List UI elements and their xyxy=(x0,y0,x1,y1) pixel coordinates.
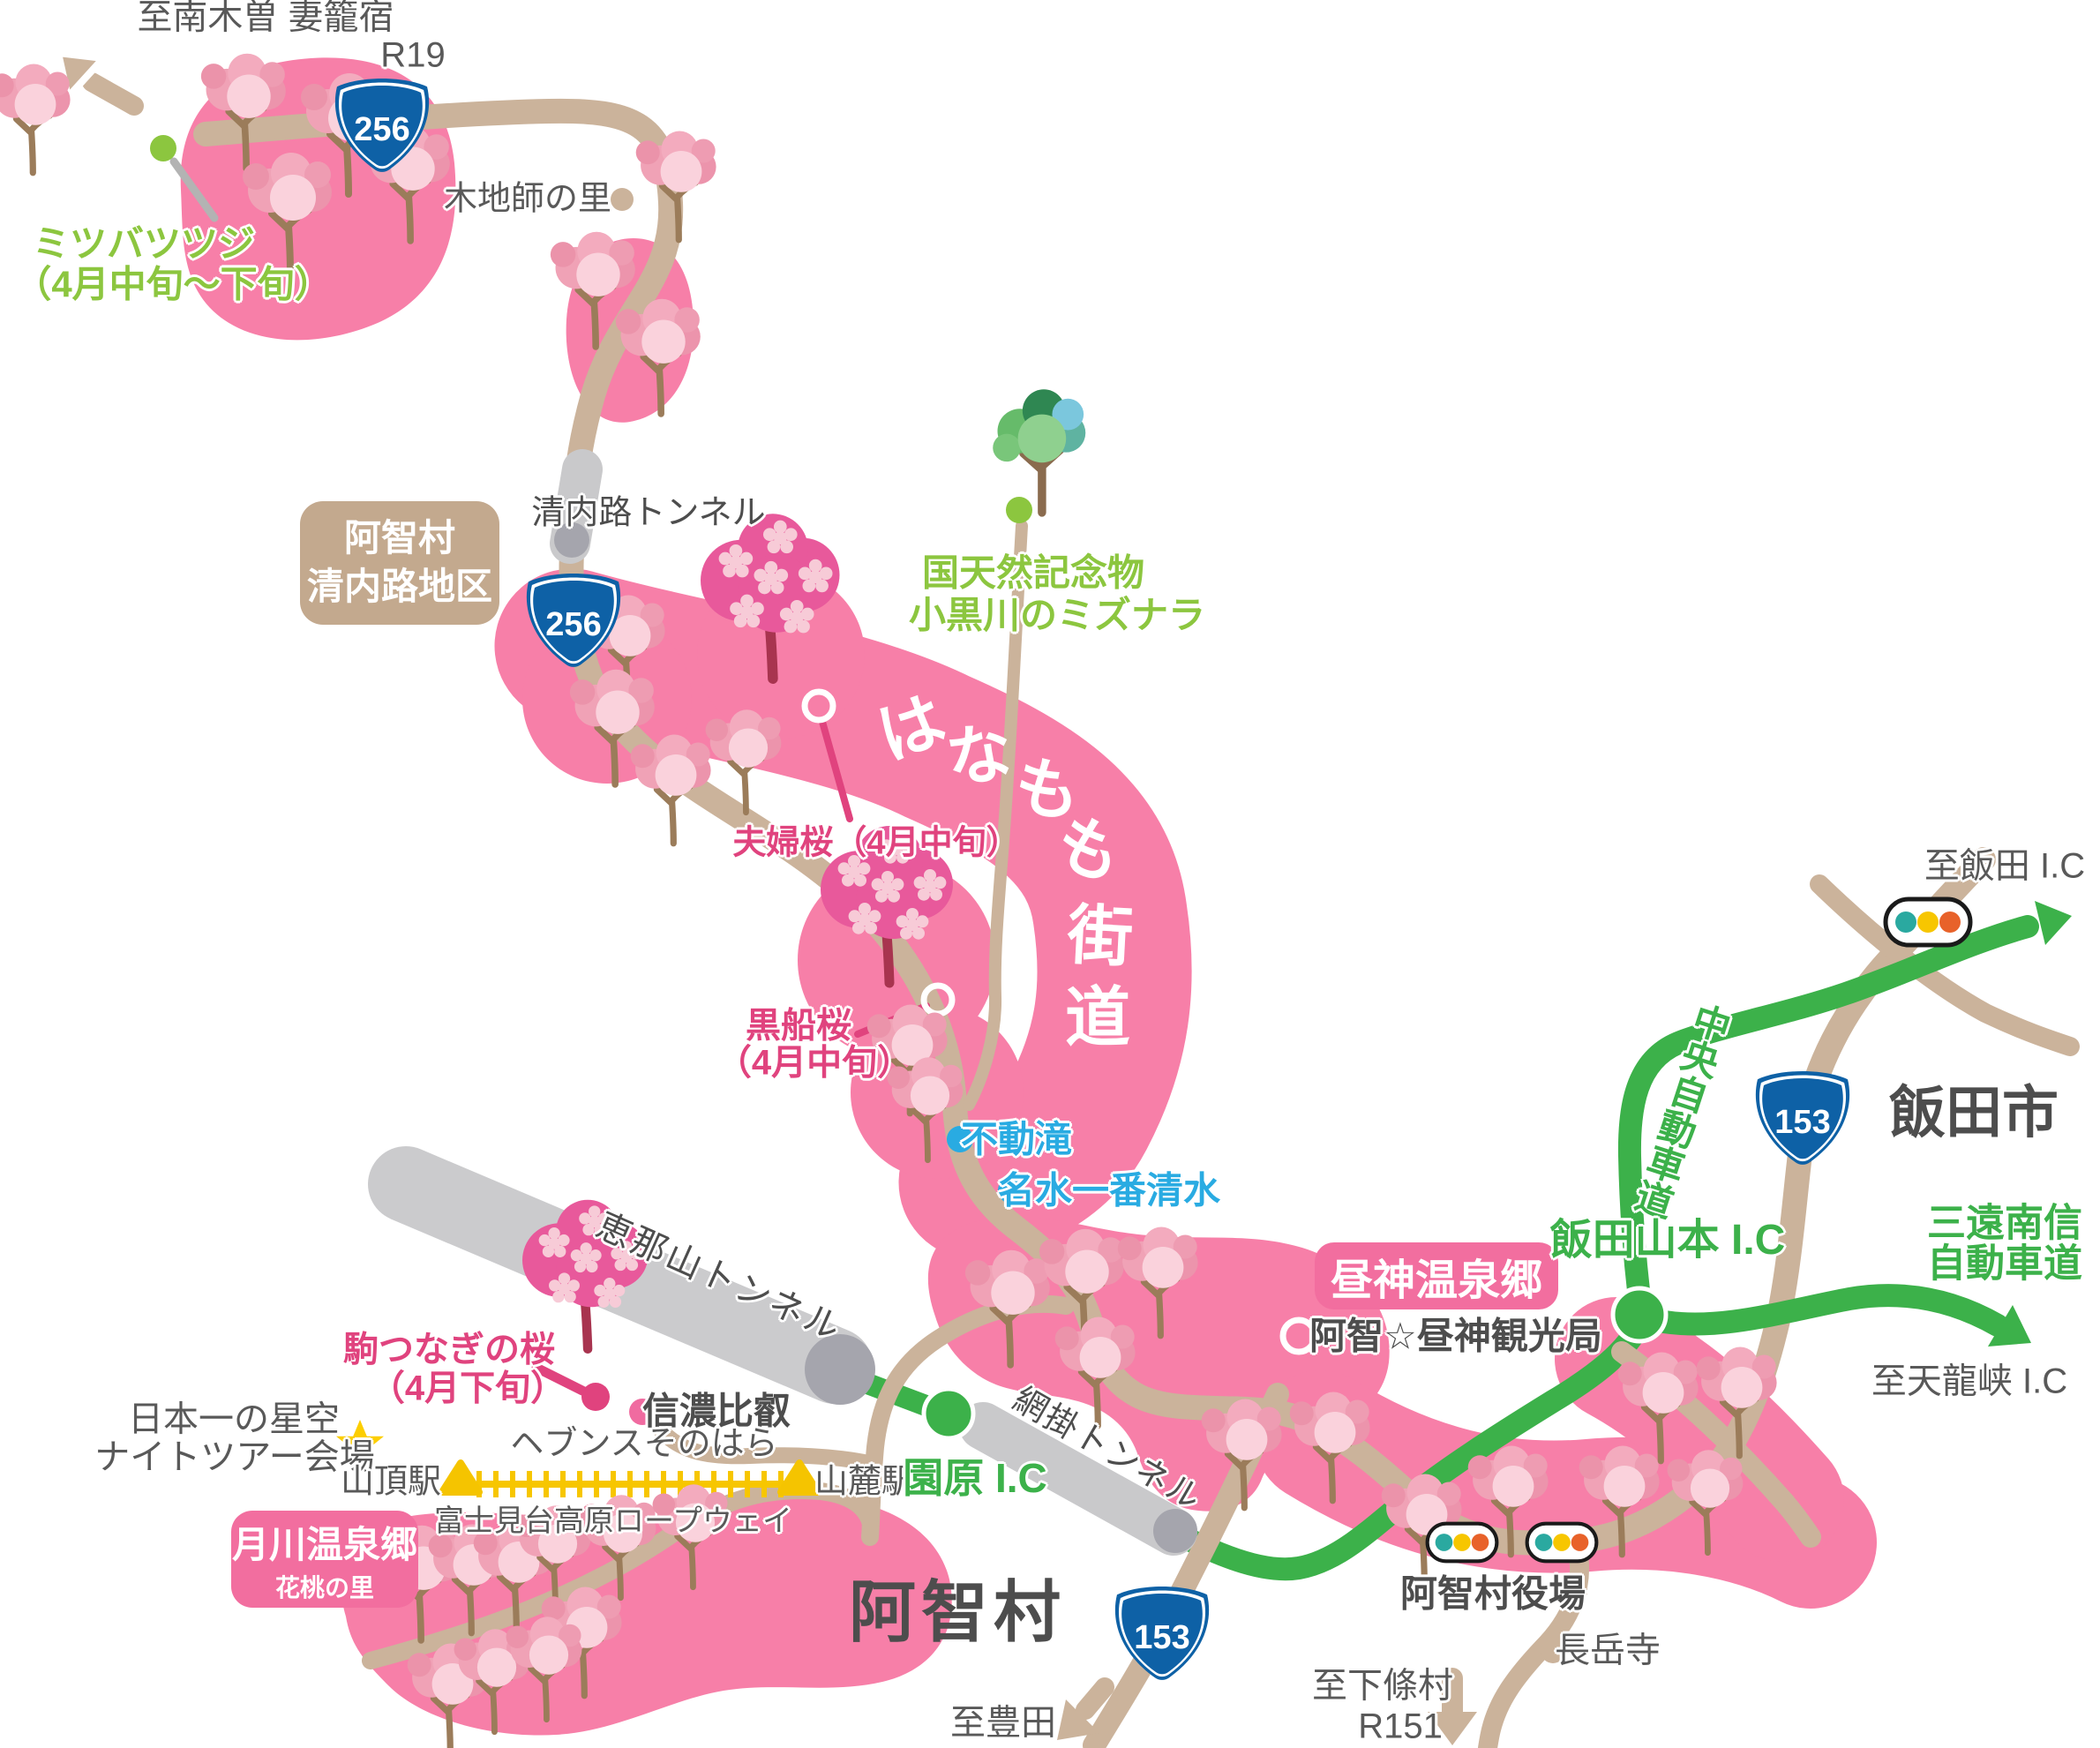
meisui-dot xyxy=(998,1177,1024,1204)
yakuba-dot xyxy=(1563,1579,1587,1603)
sanroku-station-label: 山麓駅 xyxy=(814,1463,916,1501)
komatsunagi-leader-line xyxy=(531,1362,588,1396)
seinaiji-tunnel-label: 清内路トンネル xyxy=(531,494,766,532)
heavens-sonohara-label: ヘブンスそのはら xyxy=(510,1425,778,1463)
fudo-taki-label: 不動滝 xyxy=(960,1118,1073,1160)
blossom-tree-icon xyxy=(636,131,716,240)
hanamomo-kaido-char: 街 xyxy=(1065,897,1136,975)
komatsunagi-season: （4月下旬） xyxy=(369,1369,566,1408)
ropeway-station-icon xyxy=(442,1463,479,1492)
r19-arrow-shaft xyxy=(82,72,144,116)
sancho-station-label: 山頂駅 xyxy=(340,1463,442,1501)
dest-nagiso-route: R19 xyxy=(380,35,446,75)
saneenanshin-arrow-icon xyxy=(1988,1305,2031,1347)
mitsubatsutsuji-label: ミツバツツジ xyxy=(32,222,256,265)
iida-city-label: 飯田市 xyxy=(1889,1081,2059,1145)
blossom-tree-icon xyxy=(0,64,71,173)
mizunara-road xyxy=(963,520,1028,1111)
badge-subline: 花桃の里 xyxy=(274,1573,374,1602)
night-tour-label: 日本一の星空 xyxy=(128,1399,340,1439)
chuo-arrow-icon xyxy=(2035,901,2072,945)
mitsubatsutsuji-season: （4月中旬～下旬） xyxy=(14,263,332,305)
shinano-hiei-road xyxy=(647,1414,876,1471)
kijishi-label: 木地師の里 xyxy=(443,180,612,218)
seinaiji-tunnel-portal xyxy=(554,522,589,558)
kurofune-zakura-season: （4月中旬） xyxy=(716,1043,913,1083)
traffic-signal-icon xyxy=(1886,899,1970,945)
star-icon xyxy=(336,1420,384,1464)
hanamomo-kaido-char: 道 xyxy=(1065,980,1130,1054)
chuo-expressway-north xyxy=(1617,915,2039,1310)
badge-line: 阿智村 xyxy=(343,517,455,559)
route-number: 256 xyxy=(354,111,409,148)
sonohara-ic-node xyxy=(921,1386,976,1441)
kanko-kyoku-label: 阿智☆昼神観光局 xyxy=(1309,1315,1602,1357)
iida-cross-road xyxy=(1810,874,2080,1056)
route-number: 153 xyxy=(1134,1619,1189,1656)
meoto-leader-line xyxy=(819,718,853,822)
mitsubatsutsuji-dot xyxy=(150,135,176,161)
night-tour-label2: ナイトツアー会場 xyxy=(94,1437,375,1477)
kijishi-dot xyxy=(611,188,634,211)
badge-line: 月川温泉郷 xyxy=(231,1523,417,1565)
amikake-tunnel-portal xyxy=(1153,1509,1197,1553)
dest-tenryukyo-label: 至天龍峡 I.C xyxy=(1871,1362,2068,1401)
ropeway-label: 富士見台高原ロープウェイ xyxy=(434,1504,792,1538)
expressway-north xyxy=(1617,915,2039,1337)
route-shields: 256 256 153 153 xyxy=(335,79,1849,1680)
chogakuji-label: 長岳寺 xyxy=(1555,1631,1661,1670)
hirugami-onsen-badge: 昼神温泉郷 xyxy=(1315,1242,1558,1309)
komatsunagi-dot xyxy=(581,1383,610,1411)
enasan-tunnel-portal xyxy=(805,1334,875,1405)
sonohara-ic-label: 園原 I.C xyxy=(903,1455,1047,1502)
badge-line: 清内路地区 xyxy=(306,566,492,607)
dest-shimojo-route: R151 xyxy=(1358,1707,1443,1746)
traffic-signal-icon xyxy=(1527,1524,1597,1562)
mitsubatsutsuji-leader-line xyxy=(169,157,219,222)
shinano-hiei-dot xyxy=(629,1399,656,1425)
dest-toyota-label: 至豊田 xyxy=(950,1703,1056,1743)
dest-iida-ic-label: 至飯田 I.C xyxy=(1924,846,2086,886)
dest-shimojo-label: 至下條村 xyxy=(1312,1666,1453,1706)
saneenanshin-label: 三遠南信 xyxy=(1927,1201,2082,1245)
amikake-tunnel-body xyxy=(959,1402,1197,1556)
kanko-kyoku-ring xyxy=(1279,1317,1318,1355)
yakuba-label: 阿智村役場 xyxy=(1399,1572,1586,1615)
tsukikawa-onsen-badge: 月川温泉郷 花桃の里 xyxy=(231,1511,418,1608)
meoto-marker-ring xyxy=(801,688,836,724)
mizunara-dot xyxy=(1006,497,1032,523)
saneenanshin-label2: 自動車道 xyxy=(1927,1242,2082,1286)
shinano-hiei-label: 信濃比叡 xyxy=(641,1390,791,1432)
traffic-signal-icon xyxy=(1428,1524,1497,1562)
dest-nagiso-label: 至南木曽 妻籠宿 xyxy=(137,0,394,37)
meoto-zakura-label: 夫婦桜（4月中旬） xyxy=(732,824,1020,862)
chogakuji-dot xyxy=(1541,1639,1565,1663)
komatsunagi-label: 駒つなぎの桜 xyxy=(343,1330,555,1369)
toyota-arrow-icon xyxy=(1057,1699,1099,1740)
badge-line: 昼神温泉郷 xyxy=(1330,1257,1542,1304)
hanamomo-kaido-char: な xyxy=(941,714,1017,797)
mizunara-label2: 小黒川のミズナラ xyxy=(908,594,1206,636)
iidayamamoto-ic-label: 飯田山本 I.C xyxy=(1549,1217,1786,1264)
ropeway-line xyxy=(442,1463,818,1497)
seinaiji-district-badge: 阿智村 清内路地区 xyxy=(300,501,499,625)
route-number: 256 xyxy=(545,606,601,643)
mizunara-label: 国天然記念物 xyxy=(921,551,1145,594)
mizunara-tree-icon xyxy=(993,389,1085,513)
iidayamamoto-ic-node xyxy=(1610,1286,1669,1344)
ropeway-station-icon xyxy=(781,1463,818,1492)
fudo-taki-dot xyxy=(947,1126,973,1152)
road-arrows xyxy=(55,49,1477,1745)
toyota-arrow-shaft xyxy=(1076,1677,1114,1720)
kurofune-zakura-label: 黒船桜 xyxy=(746,1006,851,1046)
shimojo-arrow-icon xyxy=(1428,1712,1477,1745)
saneenanshin-expressway xyxy=(1653,1284,2009,1337)
achi-village-label: 阿智村 xyxy=(849,1575,1066,1651)
meisui-label: 名水一番清水 xyxy=(997,1169,1221,1212)
route-number: 153 xyxy=(1774,1104,1830,1141)
